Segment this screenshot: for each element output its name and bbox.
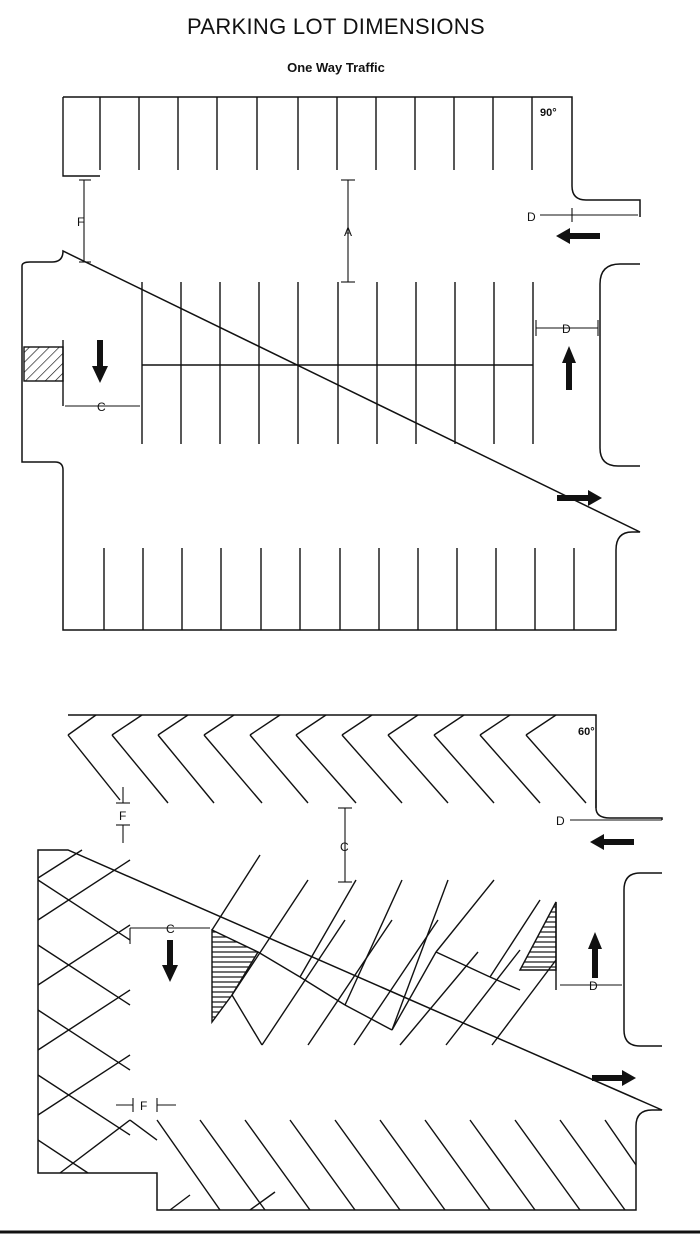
dimension-labels-90: 90° F A D D C [77, 107, 571, 414]
angle-label-60: 60° [578, 726, 595, 738]
dimension-lines-60 [116, 787, 662, 1112]
dim-label-f: F [77, 215, 84, 229]
stall-column-left-60 [37, 849, 158, 1174]
arrow-left-icon [590, 834, 634, 850]
traffic-arrows-90 [92, 228, 602, 506]
dimension-lines-90 [65, 179, 638, 407]
dim-label-d-top: D [527, 210, 536, 224]
stall-row-bottom-90 [103, 548, 575, 630]
dim-label-d-top: D [556, 814, 565, 828]
traffic-arrows-60 [162, 834, 636, 1086]
angle-label-90: 90° [540, 107, 557, 119]
arrow-down-icon [92, 340, 108, 383]
top-row-end-90 [62, 97, 100, 177]
stall-row-top-90 [99, 97, 533, 170]
page-title: PARKING LOT DIMENSIONS [187, 14, 485, 39]
dim-label-f-bottom: F [140, 1099, 147, 1113]
arrow-up-icon [588, 932, 602, 978]
stall-island-60 [211, 854, 557, 1046]
page-subtitle: One Way Traffic [287, 60, 385, 75]
dim-label-c-mid: C [340, 840, 349, 854]
stall-island-90 [141, 282, 534, 444]
dim-label-c: C [97, 400, 106, 414]
arrow-down-icon [162, 940, 178, 982]
arrow-right-icon [557, 490, 602, 506]
dim-label-a: A [344, 225, 352, 239]
dim-label-f-top: F [119, 809, 126, 823]
dim-label-d-right: D [562, 322, 571, 336]
dimension-labels-60: 60° F C D C D F [119, 726, 598, 1113]
dim-label-d-right: D [589, 979, 598, 993]
hatched-island-90 [23, 346, 64, 382]
stall-row-top-60 [67, 714, 597, 808]
arrow-left-icon [556, 228, 600, 244]
arrow-up-icon [562, 346, 576, 390]
diagram-60 [37, 714, 663, 1211]
diagram-90 [21, 96, 641, 631]
arrow-right-icon [592, 1070, 636, 1086]
stall-row-bottom-60 [156, 1119, 637, 1211]
dim-label-c-left: C [166, 922, 175, 936]
lot-outline-60 [37, 714, 663, 1211]
lot-outline-90 [21, 96, 641, 631]
